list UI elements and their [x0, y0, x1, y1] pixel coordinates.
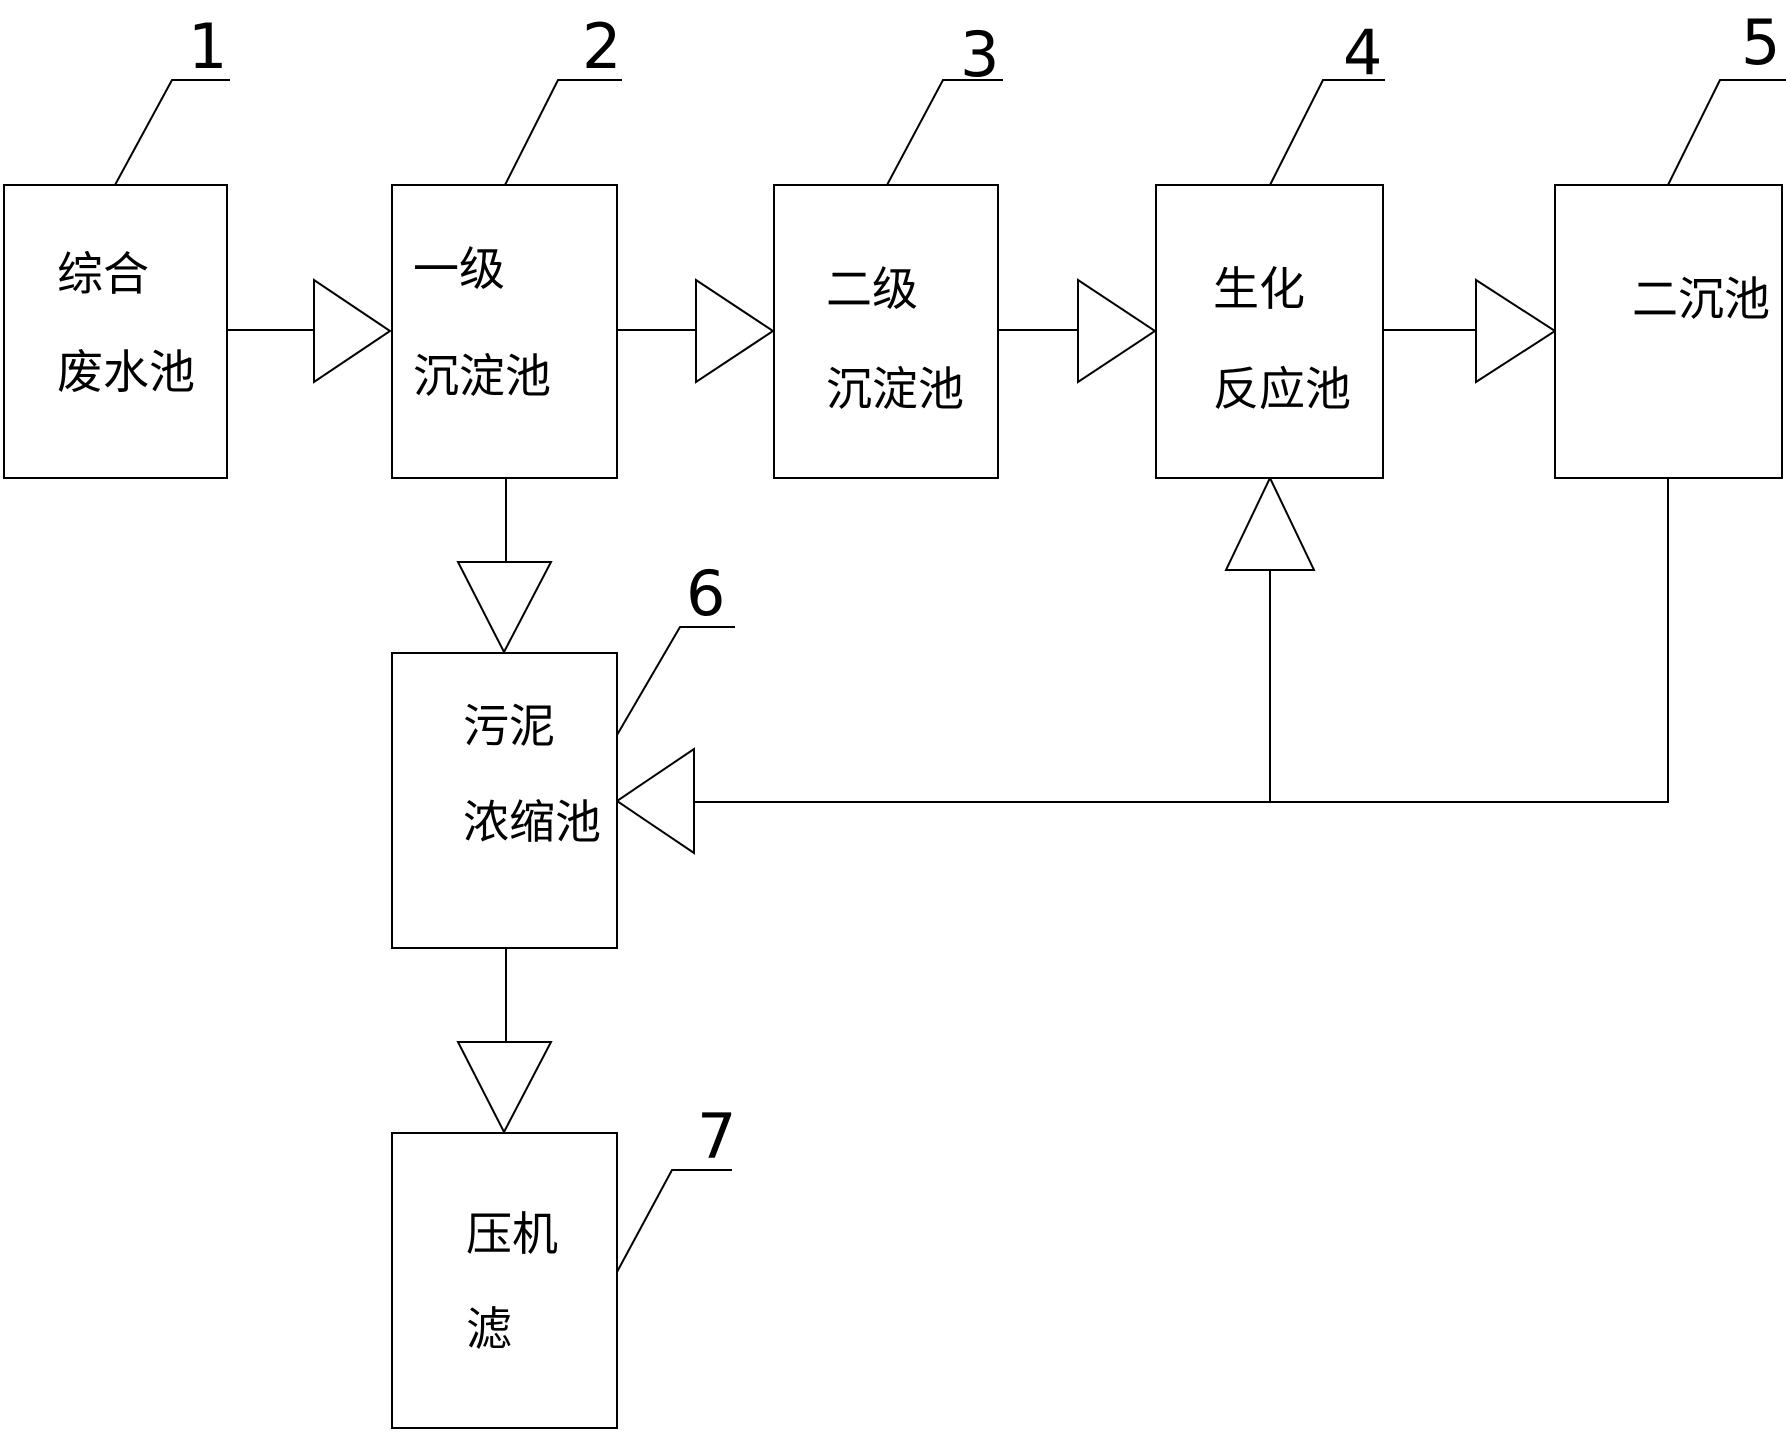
leader-6: [616, 626, 735, 736]
box-7-line-2: 滤: [466, 1302, 512, 1356]
ref-number-2: 2: [582, 10, 621, 83]
box-4: 生化 反应池: [1155, 184, 1384, 479]
return-line-from-5: [694, 478, 1669, 803]
reference-numbers: 1 2 3 4 5 6 7: [188, 6, 1780, 1173]
arrow-left-icon: [615, 747, 695, 855]
box-7-line-1: 压机: [466, 1207, 558, 1261]
arrow-up-icon: [1224, 475, 1316, 571]
ref-number-7: 7: [697, 1100, 736, 1173]
box-6: 污泥 浓缩池: [391, 652, 618, 949]
flow-arrows: [313, 278, 1557, 1135]
leader-lines: [114, 79, 1786, 1273]
box-7: 压机 滤: [391, 1132, 618, 1429]
arrow-right-icon: [1475, 278, 1557, 384]
arrow-right-icon: [313, 278, 392, 384]
box-5-line-1: 二沉池: [1632, 272, 1770, 326]
box-1: 综合 废水池: [3, 184, 228, 479]
box-3: 二级 沉淀池: [773, 184, 999, 479]
ref-number-6: 6: [686, 557, 725, 630]
ref-number-4: 4: [1343, 16, 1382, 89]
box-5: 二沉池: [1554, 184, 1783, 479]
leader-3: [886, 79, 1003, 186]
box-2-line-1: 一级: [413, 242, 505, 296]
arrow-right-icon: [1077, 278, 1157, 384]
box-4-line-1: 生化: [1213, 262, 1305, 316]
box-6-line-2: 浓缩池: [463, 795, 601, 849]
leader-4: [1269, 79, 1385, 186]
leader-2: [504, 79, 622, 186]
ref-number-5: 5: [1741, 6, 1780, 79]
box-6-line-1: 污泥: [463, 699, 555, 753]
box-1-line-1: 综合: [57, 247, 149, 301]
ref-number-1: 1: [188, 10, 227, 83]
box-2: 一级 沉淀池: [391, 184, 618, 479]
box-3-line-2: 沉淀池: [826, 362, 964, 416]
leader-7: [616, 1169, 732, 1273]
leader-5: [1667, 79, 1786, 186]
box-1-line-2: 废水池: [57, 345, 195, 399]
ref-number-3: 3: [960, 18, 999, 91]
arrow-right-icon: [695, 278, 775, 384]
box-3-line-1: 二级: [826, 262, 918, 316]
arrow-down-icon: [456, 1041, 553, 1135]
arrow-down-icon: [456, 561, 553, 655]
connector-lines: [227, 329, 1669, 1042]
leader-1: [114, 79, 230, 186]
box-4-line-2: 反应池: [1213, 362, 1351, 416]
box-2-line-2: 沉淀池: [413, 349, 551, 403]
